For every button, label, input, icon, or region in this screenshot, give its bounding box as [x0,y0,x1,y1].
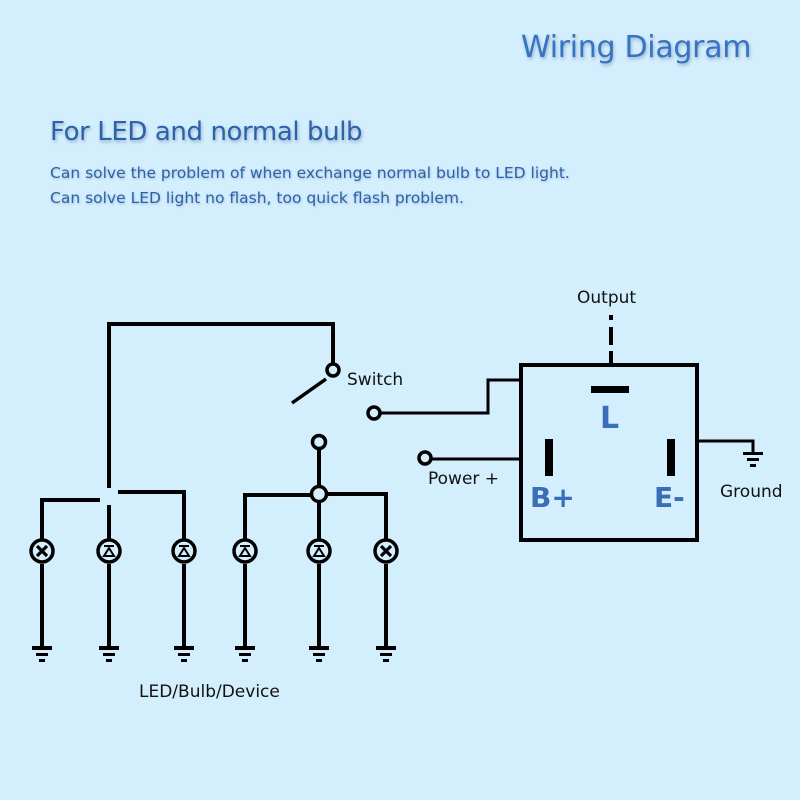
left-bus-right [118,490,186,540]
load-led-5 [306,538,332,662]
load-led-4 [232,538,258,662]
ground-icon [309,646,329,662]
power-label: Power + [428,469,499,489]
relay-ground-icon [743,452,763,467]
pin-b-plus-label: B+ [530,481,575,514]
ground-icon [32,646,52,662]
load-led-2 [96,538,122,662]
switch-lever [290,377,328,405]
ground-icon [235,646,255,662]
led-triangle [312,546,326,557]
wire-switch-to-relay [380,378,521,415]
ground-icon [174,646,194,662]
bulb-cross [35,544,49,558]
led-icon [306,538,332,564]
load-led-3 [171,538,197,662]
pin-b-plus-bar [545,439,553,476]
ground-label: Ground [720,482,783,502]
load-bulb-1 [29,538,55,662]
pin-l-label: L [600,401,619,436]
left-bus-left [40,498,100,540]
led-triangle [177,546,191,557]
led-triangle [102,546,116,557]
ground-icon [376,646,396,662]
pin-e-minus-bar [667,439,675,476]
bulb-cross [379,544,393,558]
wire-switch-to-left-bus [107,322,335,488]
load-symbols [29,538,399,662]
right-bus-right [327,492,388,540]
loads-label: LED/Bulb/Device [139,682,280,702]
description-line-1: Can solve the problem of when exchange n… [50,164,570,182]
led-icon [232,538,258,564]
switch-pivot-terminal [325,362,341,378]
description-line-2: Can solve LED light no flash, too quick … [50,189,464,207]
led-triangle [238,546,252,557]
switch-label: Switch [347,370,403,390]
power-terminal [417,450,433,466]
pin-e-minus-label: E- [654,481,685,514]
switch-contact-terminal [366,405,382,421]
page-title: Wiring Diagram [521,30,752,65]
right-junction [309,484,329,504]
led-icon [96,538,122,564]
load-bulb-6 [373,538,399,662]
pin-l-bar [591,386,629,393]
ground-icon [99,646,119,662]
bulb-icon [373,538,399,564]
right-bus-left [243,493,311,540]
right-input-terminal [310,433,328,451]
section-heading: For LED and normal bulb [50,117,363,147]
output-label: Output [577,288,636,308]
bulb-icon [29,538,55,564]
led-icon [171,538,197,564]
ground-wire [697,439,755,452]
